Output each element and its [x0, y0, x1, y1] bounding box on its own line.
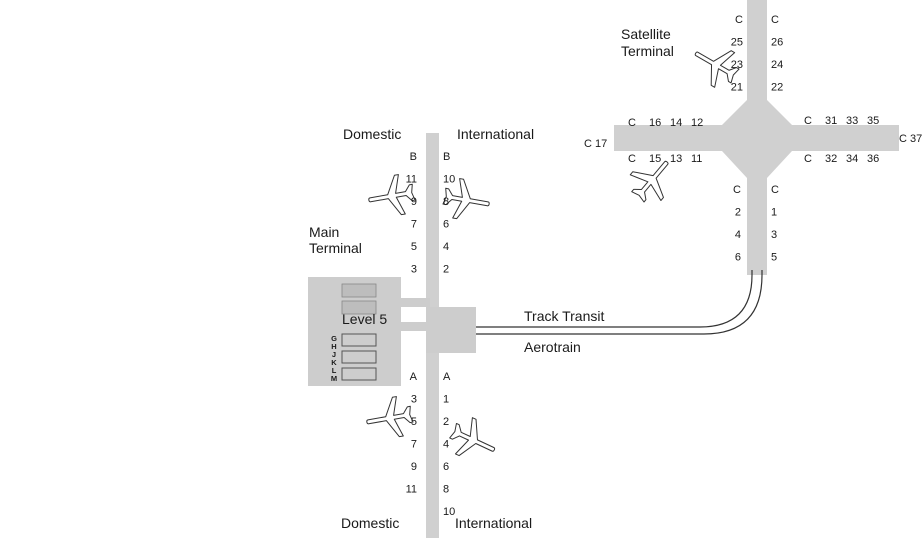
gate-label: 5 — [771, 252, 777, 264]
aerotrain-track-upper — [476, 270, 753, 328]
gate-label: C 37 — [899, 133, 922, 145]
terminal-connector-lower — [400, 322, 430, 331]
gate-label: 3 — [411, 264, 417, 276]
gate-label: 7 — [411, 439, 417, 451]
gate-label: C — [733, 184, 741, 196]
gate-label: 34 — [846, 153, 858, 165]
gate-label: C — [804, 115, 812, 127]
gate-label: 31 — [825, 115, 837, 127]
gate-label: 6 — [443, 461, 449, 473]
gate-label: 8 — [443, 484, 449, 496]
aerotrain-label: Aerotrain — [524, 339, 581, 355]
gate-label: 9 — [411, 461, 417, 473]
parking-level-box — [341, 283, 377, 298]
level-label: Level 5 — [342, 311, 387, 327]
gate-label: C 17 — [584, 138, 607, 150]
gate-label: 6 — [443, 219, 449, 231]
terminal-connector-upper — [400, 298, 430, 307]
domestic-label-top: Domestic — [343, 126, 401, 142]
gate-label: C — [628, 117, 636, 129]
level-letter: J — [332, 350, 336, 359]
gate-label: 3 — [771, 229, 777, 241]
aerotrain-track-lower — [476, 270, 763, 335]
gate-label: 5 — [411, 416, 417, 428]
gate-label: 35 — [867, 115, 879, 127]
parking-level-box — [341, 333, 377, 347]
parking-level-box — [341, 300, 377, 315]
gate-label: 9 — [411, 196, 417, 208]
gate-label: 2 — [735, 207, 741, 219]
gate-label: C — [735, 14, 743, 26]
concourse-c-hub — [722, 100, 792, 178]
main-terminal-label: Terminal — [309, 240, 362, 256]
gate-label: 15 — [649, 153, 661, 165]
gate-label: 13 — [670, 153, 682, 165]
gate-label: 3 — [411, 394, 417, 406]
gate-label: 4 — [735, 229, 741, 241]
track-transit-label: Track Transit — [524, 308, 604, 324]
parking-level-box — [341, 367, 377, 381]
gate-label: B — [443, 151, 450, 163]
gate-label: 8 — [443, 196, 449, 208]
gate-label: 11 — [406, 174, 417, 186]
gate-label: 24 — [771, 59, 783, 71]
airplane-icon — [362, 393, 416, 443]
gate-label: C — [771, 184, 779, 196]
transit-station-platform — [426, 307, 476, 353]
satellite-terminal-label: Terminal — [621, 43, 674, 59]
gate-label: 1 — [771, 207, 777, 219]
gate-label: 2 — [443, 264, 449, 276]
main-terminal-label: Main — [309, 224, 339, 240]
gate-label: 21 — [731, 82, 743, 94]
gate-label: 4 — [443, 439, 449, 451]
gate-label: C — [628, 153, 636, 165]
gate-label: 2 — [443, 416, 449, 428]
gate-label: B — [410, 151, 417, 163]
airplane-icon — [444, 412, 504, 469]
gate-label: 32 — [825, 153, 837, 165]
gate-label: 25 — [731, 37, 743, 49]
gate-label: 33 — [846, 115, 858, 127]
gate-label: 6 — [735, 252, 741, 264]
gate-label: 7 — [411, 219, 417, 231]
concourse-c-cross-pier — [614, 125, 899, 151]
gate-label: 14 — [670, 117, 682, 129]
gate-label: 36 — [867, 153, 879, 165]
gate-label: 26 — [771, 37, 783, 49]
gate-label: A — [443, 371, 451, 383]
gate-label: C — [804, 153, 812, 165]
level-letter: M — [331, 374, 337, 383]
gate-label: 12 — [691, 117, 703, 129]
gate-label: 10 — [443, 506, 455, 518]
gate-label: 5 — [411, 241, 417, 253]
domestic-label-bottom: Domestic — [341, 515, 399, 531]
satellite-terminal-label: Satellite — [621, 26, 671, 42]
gate-label: 22 — [771, 82, 783, 94]
gate-label: 23 — [731, 59, 743, 71]
level-letter: K — [331, 358, 337, 367]
level-letter: L — [332, 366, 337, 375]
gate-label: 4 — [443, 241, 449, 253]
parking-level-box — [341, 350, 377, 364]
gate-label: C — [771, 14, 779, 26]
gate-label: A — [410, 371, 418, 383]
international-label-top: International — [457, 126, 534, 142]
gate-label: 1 — [443, 394, 449, 406]
level-letter: H — [331, 342, 336, 351]
gate-label: 10 — [443, 174, 455, 186]
gate-label: 16 — [649, 117, 661, 129]
gate-label: 11 — [406, 484, 417, 496]
level-letter: G — [331, 334, 337, 343]
international-label-bottom: International — [455, 515, 532, 531]
gate-label: 11 — [691, 153, 702, 165]
